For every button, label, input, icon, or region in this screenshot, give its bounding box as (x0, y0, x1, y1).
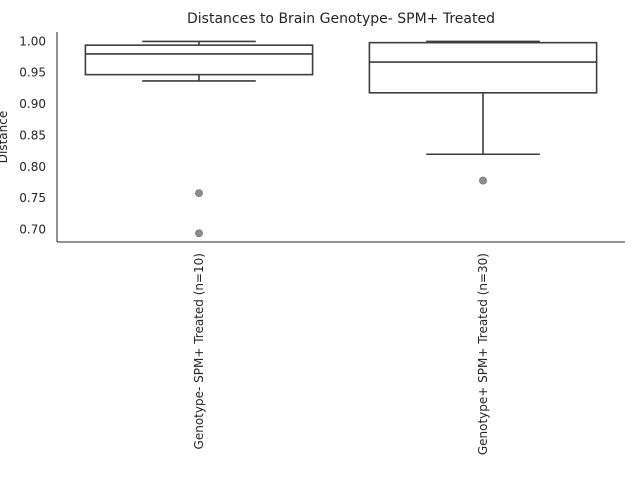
y-tick-label: 0.70 (19, 222, 46, 236)
x-ticks: Genotype- SPM+ Treated (n=10) Genotype+ S… (192, 253, 490, 455)
chart-title: Distances to Brain Genotype- SPM+ Treate… (187, 11, 495, 27)
outlier-point (479, 176, 487, 185)
boxes (84, 40, 598, 238)
y-tick-label: 0.95 (19, 66, 46, 80)
y-tick-label: 1.00 (19, 34, 46, 48)
x-tick-label: Genotype- SPM+ Treated (n=10) (192, 253, 206, 449)
iqr-box (368, 41, 598, 94)
y-ticks: 0.70 0.75 0.80 0.85 0.90 0.95 1.00 (19, 34, 46, 236)
box-group (368, 40, 598, 185)
outlier-point (195, 189, 203, 198)
box-group (84, 40, 314, 238)
y-axis-label: Distance (0, 111, 10, 163)
x-tick-label: Genotype+ SPM+ Treated (n=30) (476, 253, 490, 455)
axes (56, 32, 625, 243)
outlier-point (195, 229, 203, 238)
y-tick-label: 0.80 (19, 160, 46, 174)
y-tick-label: 0.75 (19, 191, 46, 205)
y-tick-label: 0.85 (19, 128, 46, 142)
y-tick-label: 0.90 (19, 97, 46, 111)
iqr-box (84, 44, 314, 76)
